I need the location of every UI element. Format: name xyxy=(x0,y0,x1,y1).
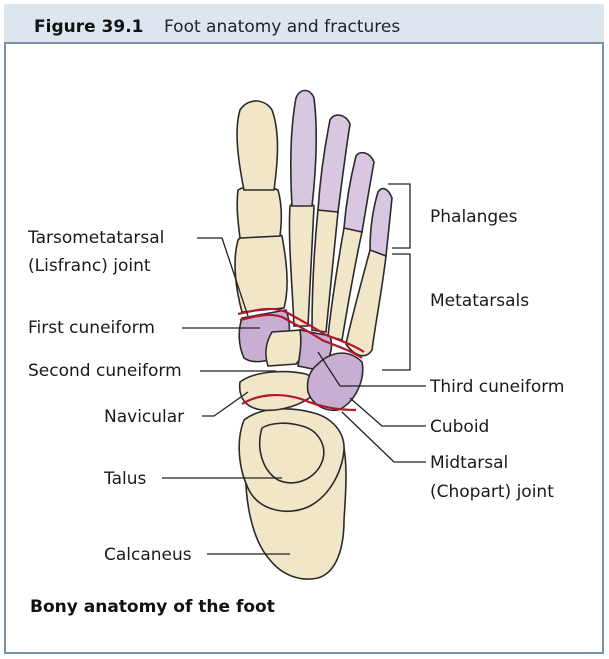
talus-head xyxy=(258,422,325,484)
calcaneus-label: Calcaneus xyxy=(104,545,192,565)
third-toe-phalanges xyxy=(317,114,351,213)
chopart-joint-line xyxy=(241,393,357,412)
first-cuneiform-label: First cuneiform xyxy=(28,318,155,338)
third-cuneiform-label: Third cuneiform xyxy=(429,377,564,397)
first-distal-phalanx xyxy=(236,100,279,191)
lisfranc-joint-line xyxy=(237,307,365,353)
talus-label: Talus xyxy=(103,469,146,489)
third-cuneiform-leader xyxy=(317,351,426,387)
phalanges-bracket xyxy=(388,183,411,249)
metatarsals-label: Metatarsals xyxy=(430,291,529,311)
phalanges-label: Phalanges xyxy=(430,207,518,227)
navicular-bone xyxy=(238,370,317,412)
second-toe-phalanges xyxy=(290,89,317,207)
navicular-label: Navicular xyxy=(104,407,184,427)
lisfranc-joint-line-inner xyxy=(239,313,363,359)
figure-header: Figure 39.1 Foot anatomy and fractures xyxy=(4,4,604,44)
diagram-caption: Bony anatomy of the foot xyxy=(30,597,275,617)
first-proximal-phalanx xyxy=(236,184,283,239)
fourth-toe-phalanges xyxy=(343,151,375,233)
midtarsal-leader xyxy=(341,411,426,463)
second-cuneiform-label: Second cuneiform xyxy=(28,361,182,381)
figure-number: Figure 39.1 xyxy=(34,17,144,37)
figure-title: Foot anatomy and fractures xyxy=(164,17,401,37)
tarsometatarsal-label-1: Tarsometatarsal xyxy=(27,228,164,248)
cuboid-label: Cuboid xyxy=(430,417,489,437)
cuboid-leader xyxy=(349,397,426,427)
tarsometatarsal-leader xyxy=(197,237,249,317)
second-metatarsal xyxy=(288,199,315,327)
midtarsal-label-1: Midtarsal xyxy=(430,453,508,473)
tarsometatarsal-label-2: (Lisfranc) joint xyxy=(28,256,151,276)
midtarsal-label-2: (Chopart) joint xyxy=(430,482,554,502)
navicular-leader xyxy=(202,391,249,417)
fifth-toe-phalanges xyxy=(369,187,393,258)
metatarsals-bracket xyxy=(382,253,411,371)
